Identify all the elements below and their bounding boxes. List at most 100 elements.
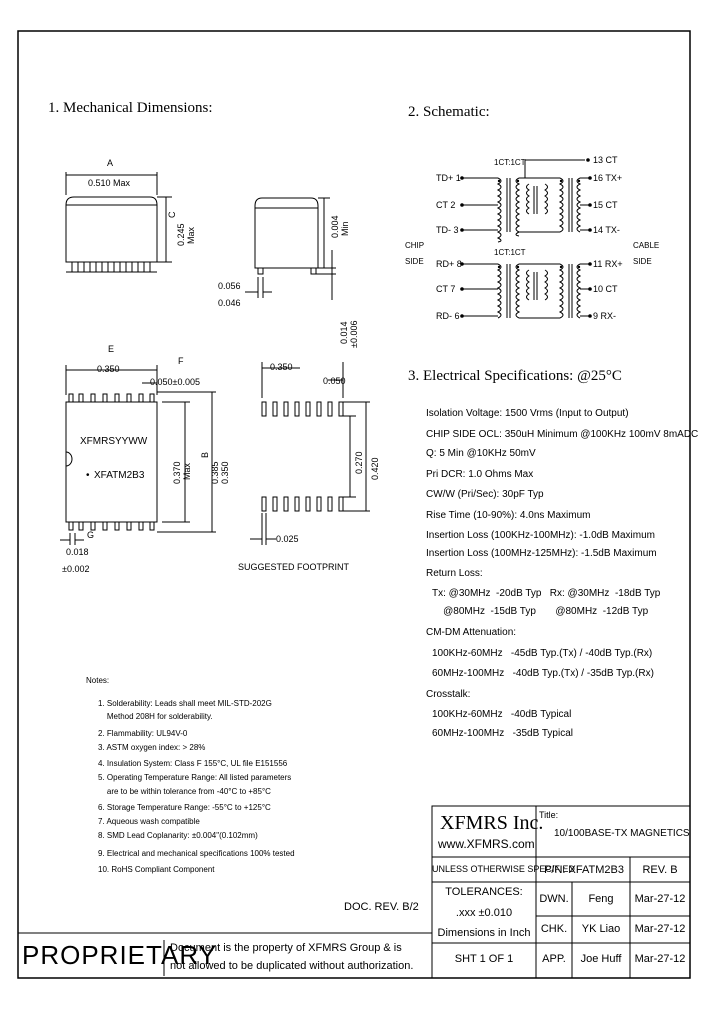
chip-side-2: SIDE: [405, 257, 424, 266]
cable-side-2: SIDE: [633, 257, 652, 266]
app-name: Joe Huff: [580, 953, 622, 965]
spec-line: Pri DCR: 1.0 Ohms Max: [426, 469, 534, 480]
pin-13: 13 CT: [593, 155, 618, 165]
electrical-heading: 3. Electrical Specifications: @25°C: [408, 368, 622, 384]
tolerances-label: TOLERANCES:: [445, 886, 523, 898]
notes-title: Notes:: [86, 676, 110, 685]
marking-line-2-dot: •: [86, 470, 90, 481]
spec-line: 100KHz-60MHz -45dB Typ.(Tx) / -40dB Typ.…: [432, 648, 653, 659]
lead-width-1: 0.056: [218, 281, 241, 291]
title-block-grid: [431, 805, 691, 979]
lead-height-1: 0.014: [339, 321, 349, 344]
pin-ct-7: CT 7: [436, 284, 456, 294]
chk-date: Mar-27-12: [634, 923, 686, 935]
dim-c-max: Max: [186, 226, 196, 244]
side-view-outline: [65, 172, 172, 263]
spec-line: @80MHz -15dB Typ @80MHz -12dB Typ: [432, 606, 649, 617]
spec-line: Insertion Loss (100MHz-125MHz): -1.5dB M…: [426, 548, 657, 559]
footprint-outer: 0.420: [370, 457, 380, 480]
spec-line: Rise Time (10-90%): 4.0ns Maximum: [426, 510, 591, 521]
pin-ct-2: CT 2: [436, 200, 456, 210]
footprint-dims: [250, 362, 370, 545]
top-view-outline: [60, 365, 216, 545]
dim-c-value: 0.245: [176, 223, 186, 246]
note-item: Method 208H for solderability.: [98, 712, 213, 721]
pin-16: 16 TX+: [593, 173, 623, 183]
note-item: 5. Operating Temperature Range: All list…: [98, 773, 292, 782]
note-item: 6. Storage Temperature Range: -55°C to +…: [98, 803, 271, 812]
spec-line: 60MHz-100MHz -40dB Typ.(Tx) / -35dB Typ.…: [432, 668, 654, 679]
dimension-units: Dimensions in Inch: [437, 927, 531, 939]
title-label: Title:: [539, 810, 559, 820]
top-view-leads: [68, 393, 155, 531]
dwn-name: Feng: [588, 893, 614, 905]
spec-line: CW/W (Pri/Sec): 30pF Typ: [426, 489, 544, 500]
spec-line: Tx: @30MHz -20dB Typ Rx: @30MHz -18dB Ty…: [432, 588, 661, 599]
proprietary-line-2: not allowed to be duplicated without aut…: [170, 960, 414, 972]
note-item: 7. Aqueous wash compatible: [98, 817, 200, 826]
schematic-lines: [462, 159, 590, 319]
spec-line: Q: 5 Min @10KHz 50mV: [426, 448, 536, 459]
dim-b-label: B: [200, 451, 210, 458]
footprint-inner: 0.270: [354, 451, 364, 474]
lead-width-2: 0.046: [218, 298, 241, 308]
schematic-pins: [460, 158, 592, 318]
pin-9: 9 RX-: [593, 311, 617, 321]
dim-g-value-2: ±0.002: [62, 564, 90, 574]
page-border: [17, 30, 691, 979]
spec-line: Crosstalk:: [426, 689, 471, 700]
pin-rd-minus: RD- 6: [436, 311, 460, 321]
pin-10: 10 CT: [593, 284, 618, 294]
dim-e-label: E: [108, 344, 115, 354]
doc-revision: DOC. REV. B/2: [344, 901, 419, 913]
note-item: are to be within tolerance from -40°C to…: [98, 787, 271, 796]
spec-line: Return Loss:: [426, 568, 483, 579]
tolerance-value: .xxx ±0.010: [455, 907, 513, 919]
pin-11: 11 RX+: [593, 259, 623, 269]
mechanical-heading: 1. Mechanical Dimensions:: [48, 100, 213, 116]
dim-b-value-2: 0.350: [220, 461, 230, 484]
unless-specified: UNLESS OTHERWISE SPECIFIED: [432, 864, 575, 874]
proprietary-line-1: Document is the property of XFMRS Group …: [170, 942, 402, 954]
app-label: APP.: [542, 953, 566, 965]
marking-line-2: XFATM2B3: [94, 470, 145, 481]
dim-b-value-1: 0.385: [210, 461, 220, 484]
revision: REV. B: [642, 864, 678, 876]
pin-15: 15 CT: [593, 200, 618, 210]
dim-c-label: C: [167, 211, 177, 219]
dim-top-value: 0.004: [330, 215, 340, 238]
app-date: Mar-27-12: [634, 953, 686, 965]
spec-line: CM-DM Attenuation:: [426, 627, 517, 638]
sheet-number: SHT 1 OF 1: [454, 953, 514, 965]
proprietary-word: PROPRIETARY: [22, 940, 217, 970]
spec-line: 60MHz-100MHz -35dB Typical: [432, 728, 573, 739]
dwn-label: DWN.: [539, 893, 569, 905]
dim-d-max: Max: [182, 462, 192, 480]
spec-line: CHIP SIDE OCL: 350uH Minimum @100KHz 100…: [426, 429, 699, 440]
spec-line: 100KHz-60MHz -40dB Typical: [432, 709, 572, 720]
dim-f-value: 0.050±0.005: [150, 377, 200, 387]
pin-14: 14 TX-: [593, 225, 620, 235]
title-value: 10/100BASE-TX MAGNETICS: [554, 828, 690, 839]
note-item: 8. SMD Lead Coplanarity: ±0.004"(0.102mm…: [98, 831, 258, 840]
dim-e-value: 0.350: [97, 364, 120, 374]
footprint-caption: SUGGESTED FOOTPRINT: [238, 562, 350, 572]
dim-f-label: F: [178, 356, 184, 366]
spec-line: Isolation Voltage: 1500 Vrms (Input to O…: [426, 408, 629, 419]
dim-a-value: 0.510 Max: [88, 178, 131, 188]
note-item: 1. Solderability: Leads shall meet MIL-S…: [98, 699, 272, 708]
note-item: 3. ASTM oxygen index: > 28%: [98, 743, 206, 752]
ratio-top: 1CT:1CT: [494, 158, 526, 167]
footprint-width: 0.350: [270, 362, 293, 372]
dim-g-value-1: 0.018: [66, 547, 89, 557]
pin-rd-plus: RD+ 8: [436, 259, 462, 269]
note-item: 2. Flammability: UL94V-0: [98, 729, 188, 738]
dim-g-label: G: [87, 530, 95, 540]
note-item: 10. RoHS Compliant Component: [98, 865, 215, 874]
dim-a-label: A: [107, 158, 114, 168]
schematic-heading: 2. Schematic:: [408, 104, 490, 120]
footprint-pad: 0.025: [276, 534, 299, 544]
dim-d-value: 0.370: [172, 461, 182, 484]
company-name: XFMRS Inc.: [440, 812, 544, 834]
